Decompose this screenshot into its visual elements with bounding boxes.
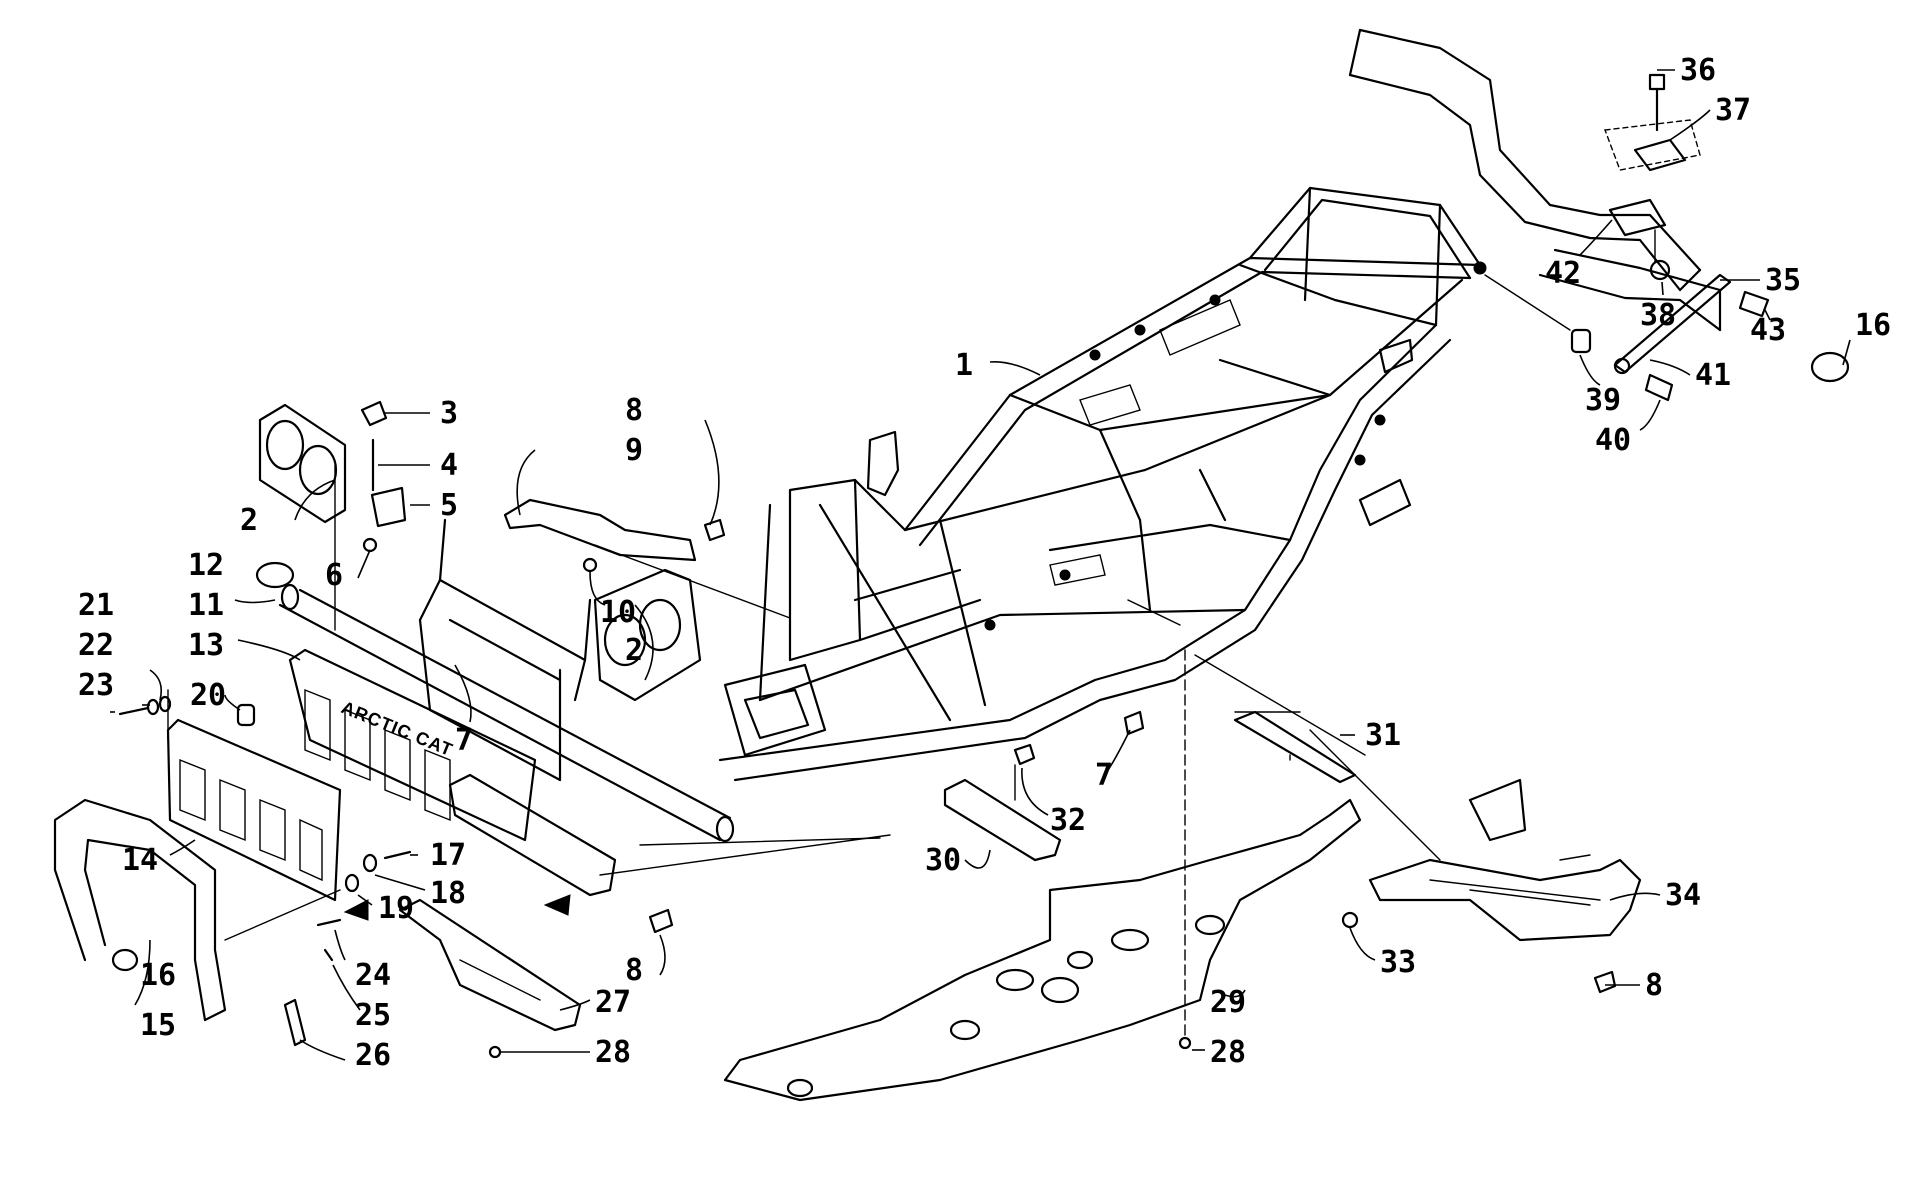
bolt-40 (1644, 373, 1674, 402)
bolt-8a (703, 518, 726, 542)
backing-plate (166, 718, 342, 902)
callout-2-lower: 2 (625, 633, 643, 668)
callout-6: 6 (325, 558, 343, 593)
callout-23: 23 (78, 668, 114, 703)
callout-25: 25 (355, 998, 391, 1033)
callout-8a: 8 (625, 393, 643, 428)
callout-2-upper: 2 (240, 503, 258, 538)
callout-10: 10 (600, 595, 636, 630)
mount-clamp (1633, 138, 1687, 172)
callouts: 1 2 2 3 4 5 6 7 7 8 8 8 9 10 11 12 13 14… (78, 53, 1891, 1073)
callout-36: 36 (1680, 53, 1716, 88)
callout-13: 13 (188, 628, 224, 663)
callout-12: 12 (188, 548, 224, 583)
callout-28a: 28 (595, 1035, 631, 1070)
bolt-32 (1013, 743, 1036, 766)
bolt-36 (1648, 73, 1666, 132)
front-skid (398, 898, 582, 1032)
callout-34: 34 (1665, 878, 1701, 913)
nut-6 (362, 537, 378, 553)
leader-lines (110, 69, 1851, 1061)
brush-guard (53, 798, 227, 1022)
callout-15: 15 (140, 1008, 176, 1043)
headlight-bracket (370, 486, 407, 528)
callout-27: 27 (595, 985, 631, 1020)
callout-17: 17 (430, 838, 466, 873)
nut-33 (1341, 911, 1359, 929)
callout-9: 9 (625, 433, 643, 468)
callout-24: 24 (355, 958, 391, 993)
callout-32: 32 (1050, 803, 1086, 838)
screw-28a (488, 1045, 502, 1059)
callout-29: 29 (1210, 985, 1246, 1020)
splash-guard (503, 498, 697, 562)
callout-7b: 7 (1095, 758, 1113, 793)
callout-14: 14 (122, 843, 158, 878)
brand-logo: ARCTIC CAT (339, 697, 457, 760)
callout-5: 5 (440, 488, 458, 523)
callout-30: 30 (925, 843, 961, 878)
bolt-43 (1738, 290, 1770, 318)
callout-26: 26 (355, 1038, 391, 1073)
rear-rack-tube (1348, 28, 1722, 332)
callout-43: 43 (1750, 313, 1786, 348)
callout-39: 39 (1585, 383, 1621, 418)
headlight-right (593, 568, 702, 702)
end-cap-rear (1810, 351, 1850, 383)
callout-31: 31 (1365, 718, 1401, 753)
callout-41: 41 (1695, 358, 1731, 393)
callout-19: 19 (378, 891, 414, 926)
callout-7a: 7 (455, 723, 473, 758)
callout-4: 4 (440, 448, 458, 483)
front-bumper-frame (418, 518, 592, 782)
main-frame (718, 186, 1487, 782)
grommet (255, 561, 295, 589)
callout-16-front: 16 (140, 958, 176, 993)
callout-3: 3 (440, 396, 458, 431)
callout-16-rear: 16 (1855, 308, 1891, 343)
callout-38: 38 (1640, 298, 1676, 333)
bracket-42 (1608, 198, 1667, 237)
bolt-set-left (118, 695, 172, 716)
trim-strip (1233, 710, 1357, 784)
callout-42: 42 (1545, 256, 1581, 291)
callout-11: 11 (188, 588, 224, 623)
nut-7b (1123, 710, 1145, 736)
callout-40: 40 (1595, 423, 1631, 458)
fastener-set (283, 918, 342, 1047)
bolt-8c (1593, 970, 1617, 994)
footrest (1368, 778, 1642, 942)
callout-8c: 8 (1645, 968, 1663, 1003)
callout-20: 20 (190, 678, 226, 713)
arrow-marker-left (343, 899, 369, 921)
lower-bracket (448, 773, 617, 897)
bolt-8b (648, 908, 674, 934)
crossbar-tube (278, 583, 735, 843)
callout-1: 1 (955, 348, 973, 383)
screw-10 (582, 557, 598, 573)
bolt-set-right (344, 850, 412, 893)
foam-pad (943, 778, 1062, 862)
spacer-20 (236, 703, 256, 727)
screw-28b (1178, 1036, 1192, 1050)
end-cap-front (111, 948, 139, 972)
callout-37: 37 (1715, 93, 1751, 128)
nut-38 (1649, 259, 1671, 281)
callout-33: 33 (1380, 945, 1416, 980)
arrow-marker-right (543, 894, 571, 916)
callout-22: 22 (78, 628, 114, 663)
callout-21: 21 (78, 588, 114, 623)
skid-plate (723, 798, 1362, 1102)
bolt-3 (360, 400, 388, 427)
callout-35: 35 (1765, 263, 1801, 298)
callout-28b: 28 (1210, 1035, 1246, 1070)
callout-18: 18 (430, 876, 466, 911)
headlight-left (258, 403, 347, 524)
callout-8b: 8 (625, 953, 643, 988)
spacer-39 (1570, 328, 1592, 354)
grille-panel: ARCTIC CAT (288, 648, 537, 842)
